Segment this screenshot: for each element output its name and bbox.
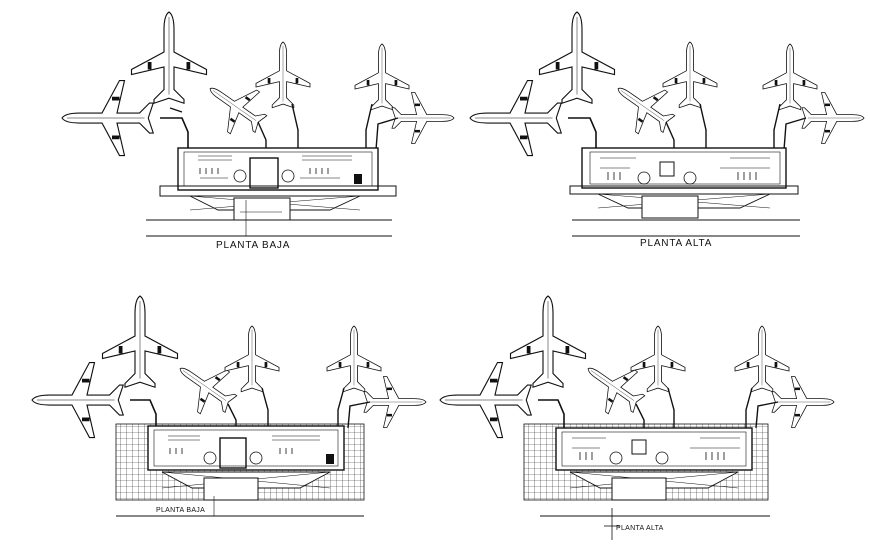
- aircraft-icon: [469, 79, 562, 157]
- plan-ground-floor-hatched: PLANTA BAJA: [31, 295, 427, 517]
- aircraft-icon: [662, 41, 718, 109]
- aircraft-icon: [801, 92, 865, 144]
- aircraft-icon: [573, 347, 655, 426]
- aircraft-icon: [762, 43, 818, 111]
- plan-title: PLANTA ALTA: [616, 525, 664, 532]
- plan-ground-floor: PLANTA BAJA: [61, 11, 455, 251]
- aircraft-icon: [734, 325, 790, 393]
- aircraft-icon: [31, 361, 124, 439]
- aircraft-icon: [101, 295, 179, 388]
- plan-title: PLANTA BAJA: [216, 240, 290, 251]
- aircraft-icon: [255, 41, 311, 109]
- terminal-building: [159, 147, 397, 221]
- aircraft-icon: [224, 325, 280, 393]
- aircraft-icon: [130, 11, 208, 104]
- plan-upper-floor: PLANTA ALTA: [469, 11, 865, 249]
- aircraft-icon: [363, 376, 427, 428]
- aircraft-icon: [630, 325, 686, 393]
- aircraft-icon: [538, 11, 616, 104]
- terminal-building: [569, 147, 799, 219]
- aircraft-icon: [354, 43, 410, 111]
- aircraft-icon: [771, 376, 835, 428]
- aircraft-icon: [61, 79, 154, 157]
- plan-title: PLANTA ALTA: [640, 238, 712, 249]
- aircraft-icon: [391, 92, 455, 144]
- aircraft-icon: [439, 361, 532, 439]
- plan-upper-floor-hatched: PLANTA ALTA: [439, 295, 835, 540]
- aircraft-icon: [165, 347, 247, 426]
- terminal-building: [147, 425, 345, 501]
- plan-title: PLANTA BAJA: [156, 507, 205, 514]
- aircraft-icon: [326, 325, 382, 393]
- aircraft-icon: [509, 295, 587, 388]
- terminal-building: [555, 427, 753, 501]
